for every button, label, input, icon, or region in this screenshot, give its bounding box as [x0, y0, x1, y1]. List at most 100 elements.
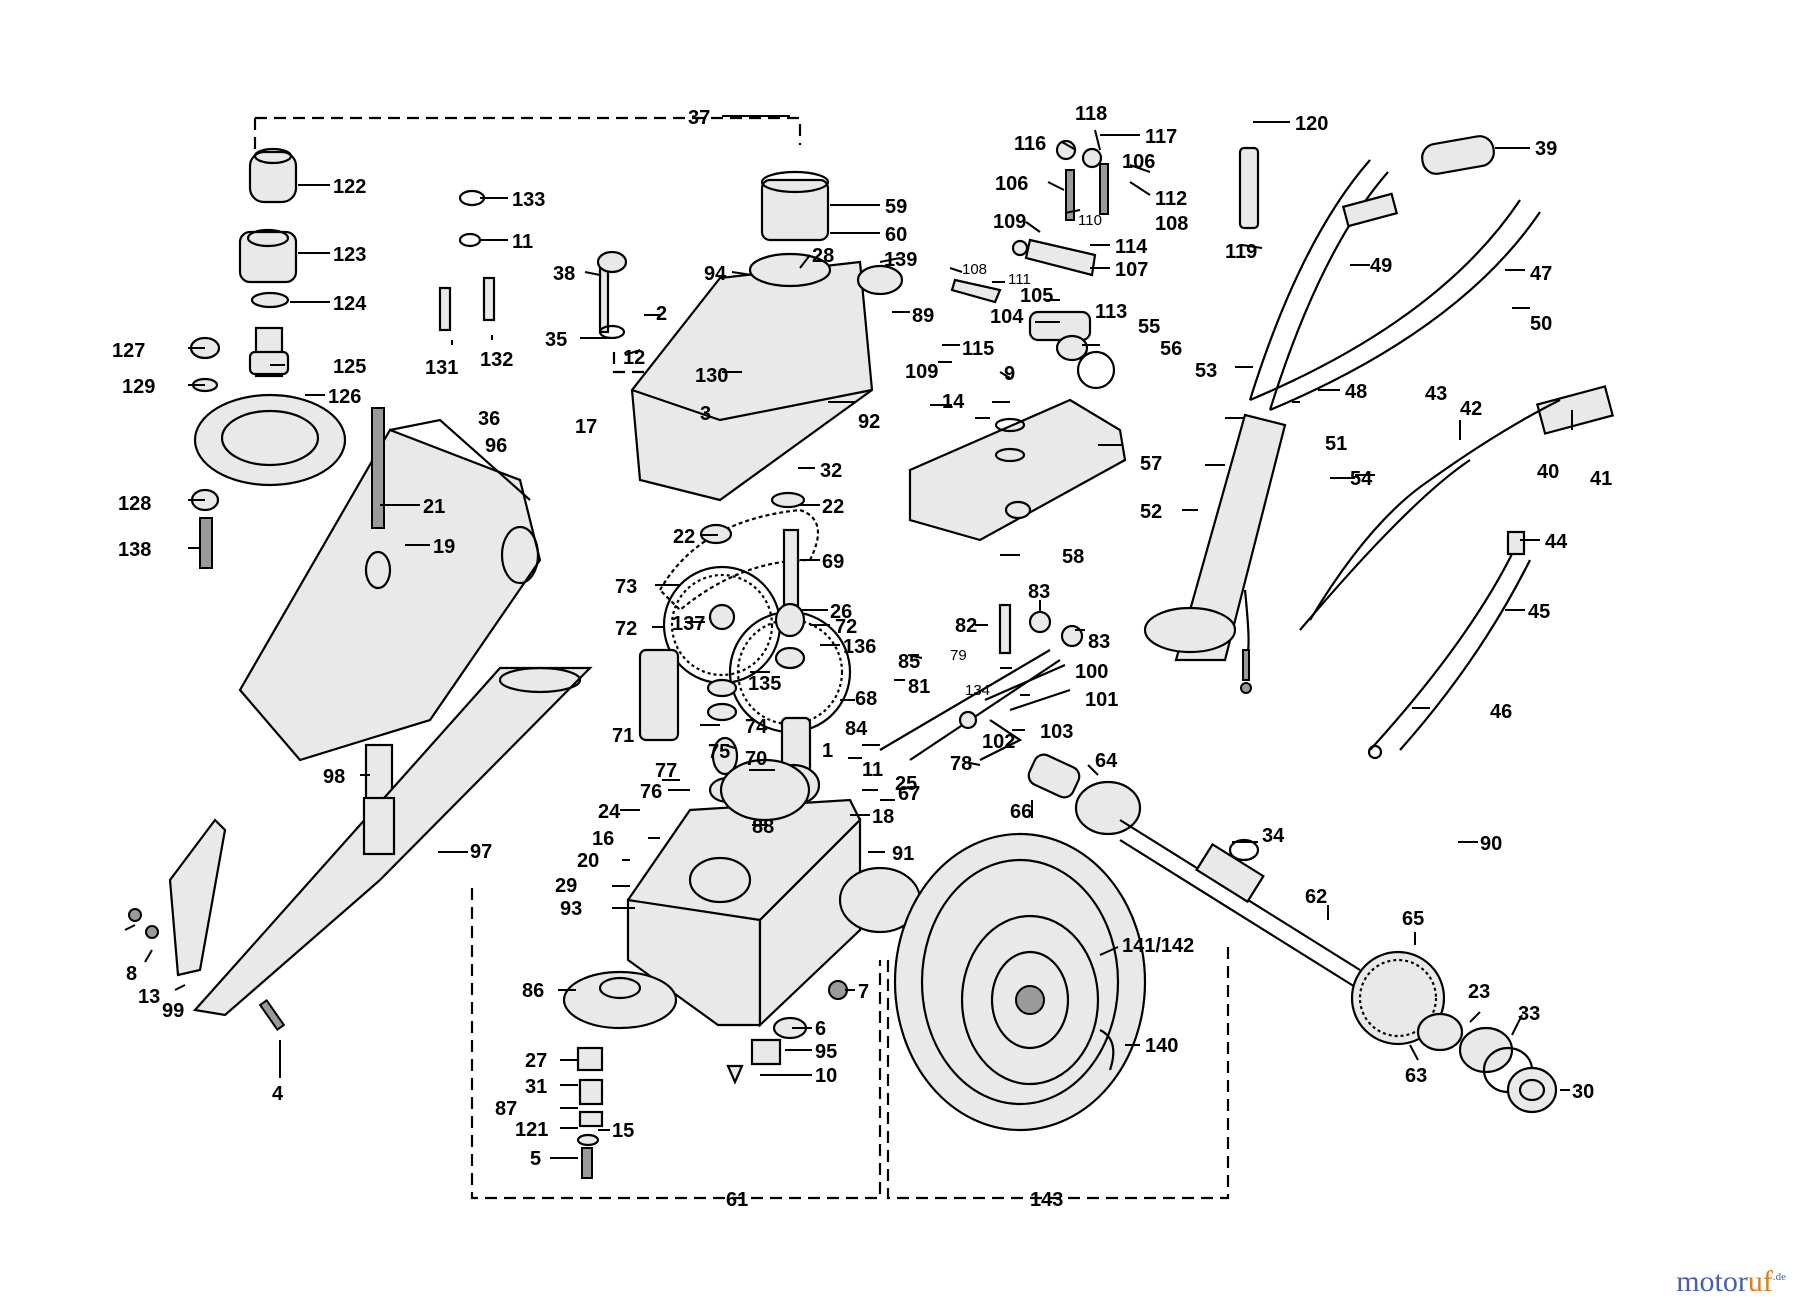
part-label: 137 [672, 613, 705, 635]
part-label: 9 [1004, 363, 1015, 385]
part-label: 61 [726, 1189, 748, 1211]
part-label: 101 [1085, 689, 1118, 711]
part-label: 86 [522, 980, 544, 1002]
part-label: 129 [122, 376, 155, 398]
part-labels: 37 118 117 120 39 116 106 106 112 110 10… [112, 103, 1612, 1211]
part-label: 92 [858, 411, 880, 433]
part-label: 12 [623, 347, 645, 369]
part-label: 36 [478, 408, 500, 430]
part-label: 110 [1078, 212, 1102, 229]
part-label: 32 [820, 460, 842, 482]
part-label: 44 [1545, 531, 1568, 553]
part-label: 72 [835, 616, 857, 638]
part-label: 28 [812, 245, 834, 267]
part-label: 25 [895, 773, 917, 795]
part-label: 82 [955, 615, 977, 637]
part-label: 57 [1140, 453, 1162, 475]
part-label: 54 [1350, 468, 1373, 490]
part-label: 90 [1480, 833, 1502, 855]
part-label: 13 [138, 986, 160, 1008]
part-label: 59 [885, 196, 907, 218]
part-label: 22 [822, 496, 844, 518]
part-label: 56 [1160, 338, 1182, 360]
part-label: 21 [423, 496, 445, 518]
part-label: 106 [995, 173, 1028, 195]
part-label: 18 [872, 806, 894, 828]
group-lines [253, 116, 1230, 1200]
part-label: 11 [512, 231, 533, 253]
part-label: 136 [843, 636, 876, 658]
part-label: 109 [993, 211, 1026, 233]
part-label: 102 [982, 731, 1015, 753]
part-label: 53 [1195, 360, 1217, 382]
part-label: 125 [333, 356, 366, 378]
part-label: 103 [1040, 721, 1073, 743]
part-label: 124 [333, 293, 367, 315]
part-label: 138 [118, 539, 151, 561]
part-label: 2 [656, 303, 667, 325]
part-label: 7 [858, 981, 869, 1003]
part-label: 93 [560, 898, 582, 920]
part-label: 115 [962, 338, 994, 360]
part-label: 126 [328, 386, 361, 408]
part-label: 79 [950, 647, 967, 664]
part-label: 111 [1008, 271, 1031, 288]
part-label: 95 [815, 1041, 837, 1063]
part-label: 106 [1122, 151, 1155, 173]
part-label: 122 [333, 176, 366, 198]
axle-wheel [893, 753, 1558, 1132]
part-label: 40 [1537, 461, 1559, 483]
part-label: 108 [1155, 213, 1188, 235]
part-label: 72 [615, 618, 637, 640]
part-label: 109 [905, 361, 938, 383]
part-label: 64 [1095, 750, 1118, 772]
watermark-brand1: motor [1676, 1265, 1748, 1298]
part-label: 69 [822, 551, 844, 573]
part-label: 100 [1075, 661, 1108, 683]
shift-linkage [879, 603, 1084, 761]
part-label: 19 [433, 536, 455, 558]
part-label: 23 [1468, 981, 1490, 1003]
part-label: 76 [640, 781, 662, 803]
part-label: 75 [708, 741, 730, 763]
watermark-brand2: uf [1747, 1265, 1773, 1298]
part-label: 96 [485, 435, 507, 457]
part-label: 38 [553, 263, 575, 285]
part-label: 128 [118, 493, 151, 515]
part-label: 24 [598, 801, 621, 823]
watermark-tld: .de [1772, 1271, 1786, 1283]
part-label: 81 [908, 676, 930, 698]
watermark-logo: motoruf.de [1676, 1265, 1786, 1299]
part-label: 123 [333, 244, 366, 266]
part-label: 74 [745, 716, 768, 738]
part-label: 71 [612, 725, 634, 747]
part-label: 11 [862, 759, 883, 781]
part-label: 140 [1145, 1035, 1178, 1057]
part-label: 73 [615, 576, 637, 598]
part-label: 10 [815, 1065, 837, 1087]
part-label: 87 [495, 1098, 517, 1120]
part-label: 45 [1528, 601, 1550, 623]
part-label: 143 [1030, 1189, 1063, 1211]
part-label: 42 [1460, 398, 1482, 420]
part-label: 49 [1370, 255, 1392, 277]
part-label: 35 [545, 329, 567, 351]
part-label: 27 [525, 1050, 547, 1072]
part-label: 112 [1155, 188, 1187, 210]
part-label: 34 [1262, 825, 1285, 847]
part-label: 17 [575, 416, 597, 438]
part-label: 31 [525, 1076, 547, 1098]
part-label: 14 [942, 391, 965, 413]
upper-gearbox [596, 170, 904, 502]
part-label: 94 [704, 263, 727, 285]
part-label: 132 [480, 349, 513, 371]
part-label: 114 [1115, 236, 1148, 258]
part-label: 130 [695, 365, 728, 387]
part-label: 29 [555, 875, 577, 897]
handlebar [1143, 135, 1615, 662]
part-label: 8 [126, 963, 137, 985]
part-label: 116 [1014, 133, 1046, 155]
part-label: 3 [700, 403, 711, 425]
part-label: 70 [745, 748, 767, 770]
